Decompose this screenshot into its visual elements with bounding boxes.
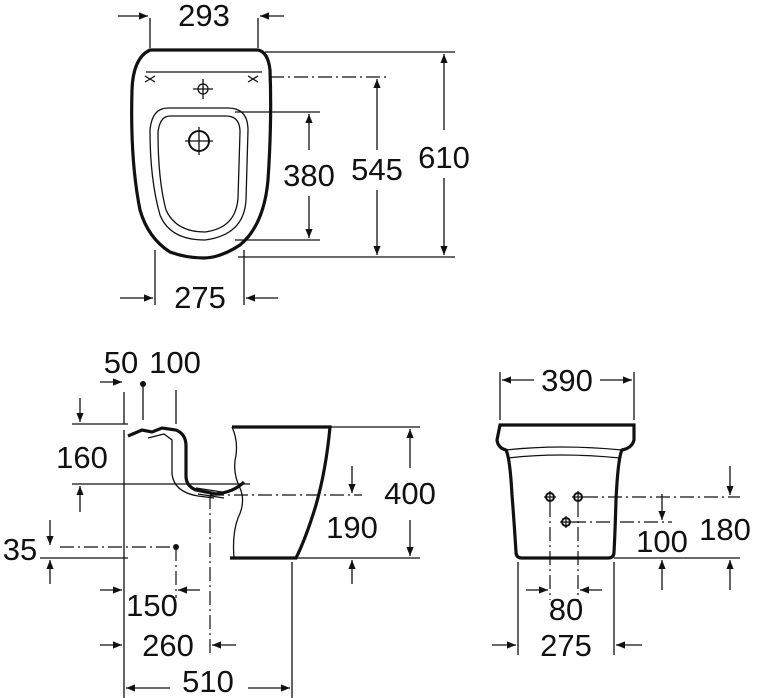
dim-label: 400 bbox=[384, 476, 436, 511]
side-view-basin bbox=[127, 426, 246, 496]
top-view: 293 275 380 545 610 bbox=[118, 0, 470, 315]
drain-hole-icon bbox=[560, 516, 572, 528]
dim-label: 80 bbox=[549, 592, 583, 627]
rear-view: 390 180 100 80 275 bbox=[492, 363, 751, 663]
dim-label: 545 bbox=[351, 152, 403, 187]
rear-view-outline bbox=[495, 423, 636, 560]
dim-label: 380 bbox=[283, 158, 335, 193]
side-view: 50 100 160 35 400 190 150 bbox=[3, 345, 436, 698]
dim-label: 293 bbox=[178, 0, 230, 33]
fixing-hole-icon bbox=[544, 491, 556, 503]
dim-label: 390 bbox=[541, 363, 593, 398]
top-view-outline bbox=[130, 48, 273, 260]
dim-label: 35 bbox=[3, 532, 37, 567]
dim-label: 100 bbox=[149, 345, 201, 380]
dim-label: 160 bbox=[56, 440, 108, 475]
side-view-pedestal bbox=[230, 425, 332, 560]
top-view-basin bbox=[149, 107, 249, 241]
dim-label: 275 bbox=[540, 628, 592, 663]
dim-label: 50 bbox=[104, 345, 138, 380]
dim-label: 610 bbox=[418, 140, 470, 175]
dim-label: 190 bbox=[326, 510, 378, 545]
fixing-hole-icon bbox=[572, 491, 584, 503]
dim-label: 100 bbox=[636, 524, 688, 559]
dim-label: 150 bbox=[126, 588, 178, 623]
dim-label: 275 bbox=[174, 280, 226, 315]
top-view-basin-inner bbox=[157, 115, 241, 233]
dim-label: 510 bbox=[182, 664, 234, 698]
dim-label: 180 bbox=[699, 512, 751, 547]
dim-label: 260 bbox=[142, 628, 194, 663]
